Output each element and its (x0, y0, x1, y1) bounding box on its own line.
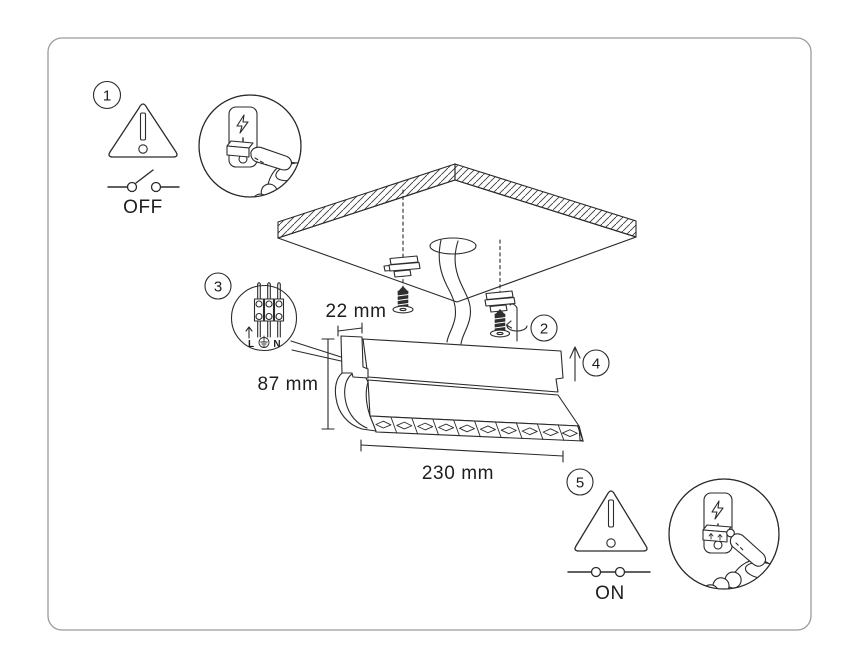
breaker-lever-off (226, 140, 254, 158)
breaker-on-detail (668, 478, 780, 590)
step1-badge: 1 (92, 80, 122, 110)
ceiling-panel (277, 163, 637, 338)
hatch-band-right (454, 163, 637, 238)
step1-number: 1 (103, 88, 111, 105)
step2-group: 2 (505, 303, 558, 342)
step5-badge: 5 (566, 468, 594, 496)
dimension-22mm: 22 mm (325, 301, 386, 337)
step1-group: 1 OFF (92, 80, 180, 218)
screw-left (392, 286, 414, 314)
exclamation-bar-icon (607, 499, 615, 528)
exclamation-dot-icon (138, 144, 148, 154)
dimension-230mm: 230 mm (360, 439, 564, 484)
power-cable (438, 239, 472, 345)
light-fixture (334, 335, 584, 442)
step2-number: 2 (540, 321, 548, 338)
terminal-block (253, 282, 285, 338)
dim-22-label: 22 mm (325, 301, 386, 322)
exclamation-dot-icon (606, 538, 616, 548)
switch-off-icon (107, 169, 180, 193)
breaker-off-detail (198, 94, 302, 198)
lift-arrow-icon (569, 346, 581, 382)
on-label: ON (595, 583, 625, 604)
breaker-panel (703, 492, 733, 554)
switch-on-icon (567, 566, 651, 578)
leader-line (291, 349, 342, 362)
breaker-lever-on (702, 524, 732, 543)
step5-number: 5 (576, 475, 584, 492)
dimension-87mm: 87 mm (257, 338, 335, 430)
step4-number: 4 (592, 356, 600, 373)
dim-87-label: 87 mm (257, 374, 318, 395)
exclamation-bar-icon (139, 112, 147, 141)
step4-badge: 4 (582, 349, 610, 377)
terminal-label-live: L (248, 339, 254, 350)
wall-anchor-right (484, 290, 516, 313)
leader-line (290, 340, 342, 358)
driver-box (340, 335, 369, 379)
rotation-arrow-icon (505, 303, 528, 342)
step2-badge: 2 (530, 314, 558, 342)
step3-number: 3 (214, 279, 222, 296)
terminal-label-neutral: N (273, 339, 280, 350)
wall-anchor-left (383, 255, 421, 278)
terminal-detail-circle: L N (230, 282, 298, 352)
step3-group: 3 (204, 272, 342, 362)
off-label: OFF (123, 197, 163, 218)
cable-hole (429, 237, 477, 255)
screw-right (489, 309, 511, 338)
insert-arrow-icon (245, 326, 253, 339)
earth-icon (258, 335, 270, 348)
warning-triangle-icon (574, 490, 648, 552)
warning-triangle-icon (108, 103, 178, 158)
step4-group: 4 (569, 346, 610, 382)
page-border (47, 37, 812, 631)
dim-230-label: 230 mm (422, 463, 494, 484)
step5-group: 5 ON (566, 468, 651, 604)
step3-badge: 3 (204, 272, 232, 300)
